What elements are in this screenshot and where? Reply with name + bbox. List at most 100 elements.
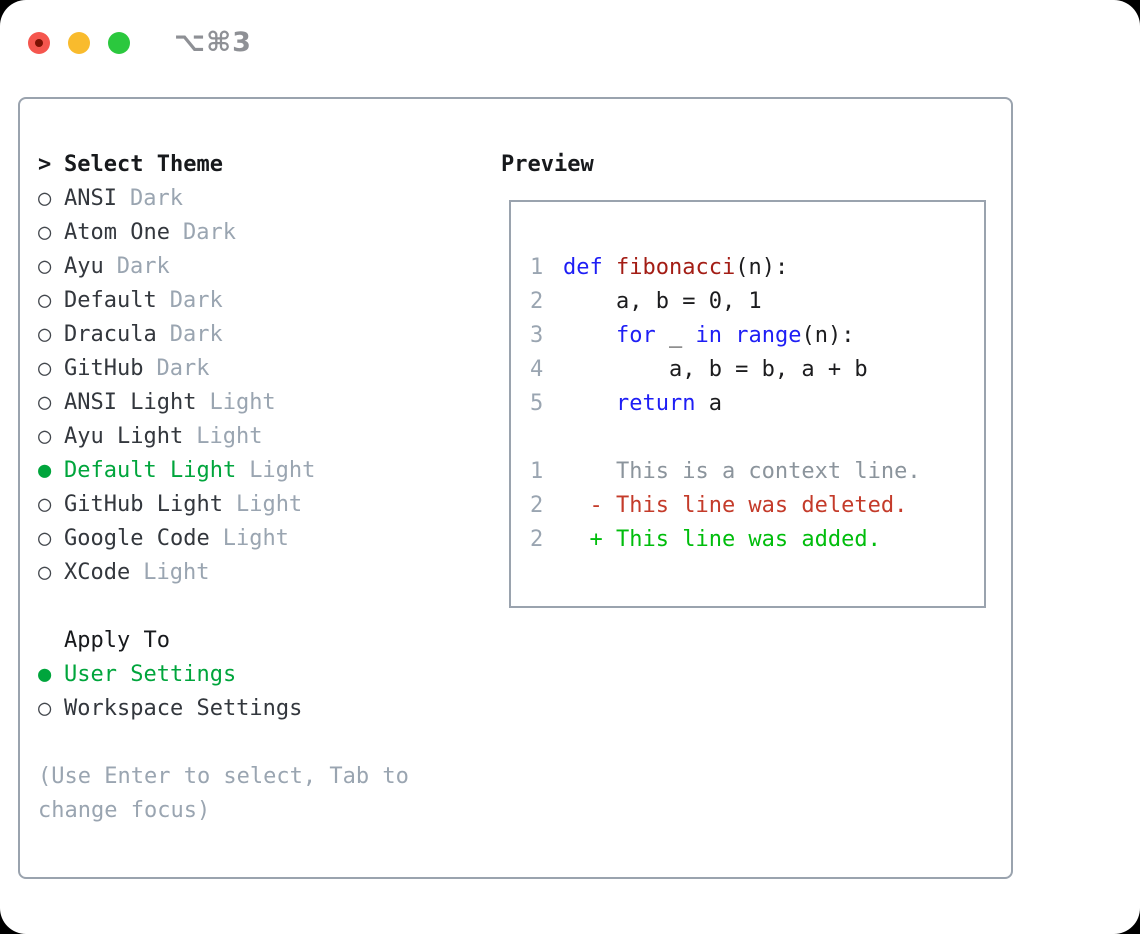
preview-title: Preview	[501, 152, 594, 177]
window-title: ⌥⌘3	[174, 27, 252, 58]
radio-unselected-icon: ○	[38, 560, 52, 585]
line-number: 3	[530, 323, 544, 348]
theme-name: Google Code	[64, 526, 210, 551]
theme-name: GitHub Light	[64, 492, 223, 517]
diff-line-context: 1 This is a context line.	[530, 455, 984, 489]
apply-to-header: Apply To	[38, 624, 409, 658]
theme-option-ansi-light[interactable]: ○ ANSI Light Light	[38, 386, 409, 420]
radio-unselected-icon: ○	[38, 526, 52, 551]
radio-unselected-icon: ○	[38, 288, 52, 313]
code-line: 1 def fibonacci(n):	[530, 251, 984, 285]
theme-name: ANSI	[64, 186, 117, 211]
line-number: 4	[530, 357, 544, 382]
apply-option-user-settings[interactable]: ● User Settings	[38, 658, 409, 692]
theme-name: Ayu Light	[64, 424, 184, 449]
code-token: fibonacci	[615, 255, 736, 280]
radio-unselected-icon: ○	[38, 322, 52, 347]
theme-variant-tag: Light	[196, 424, 263, 449]
line-number: 1	[530, 255, 544, 280]
theme-variant-tag: Light	[209, 390, 276, 415]
code-line: 4 a, b = b, a + b	[530, 353, 984, 387]
theme-variant-tag: Light	[249, 458, 316, 483]
theme-variant-tag: Dark	[129, 186, 183, 211]
radio-unselected-icon: ○	[38, 696, 52, 721]
code-token: (n):	[801, 323, 855, 348]
code-token: def	[563, 255, 616, 280]
theme-option-default-light[interactable]: ● Default Light Light	[38, 454, 409, 488]
theme-name: Default Light	[64, 458, 237, 483]
radio-unselected-icon: ○	[38, 186, 52, 211]
apply-option-label: User Settings	[64, 662, 237, 687]
radio-unselected-icon: ○	[38, 492, 52, 517]
theme-variant-tag: Dark	[182, 220, 236, 245]
theme-name: Default	[64, 288, 157, 313]
diff-added-text: + This line was added.	[563, 527, 881, 552]
theme-option-ayu[interactable]: ○ Ayu Dark	[38, 250, 409, 284]
code-token: a, b = 0, 1	[563, 289, 762, 314]
theme-name: Atom One	[64, 220, 170, 245]
theme-option-github[interactable]: ○ GitHub Dark	[38, 352, 409, 386]
line-number: 5	[530, 391, 544, 416]
diff-line-deleted: 2 - This line was deleted.	[530, 489, 984, 523]
code-token: _	[655, 323, 696, 348]
line-number: 1	[530, 459, 544, 484]
theme-variant-tag: Dark	[169, 288, 223, 313]
radio-unselected-icon: ○	[38, 220, 52, 245]
theme-option-default[interactable]: ○ Default Dark	[38, 284, 409, 318]
code-line: 5 return a	[530, 387, 984, 421]
close-button[interactable]	[28, 31, 50, 54]
theme-variant-tag: Dark	[116, 254, 170, 279]
code-token: a, b = b, a + b	[563, 357, 868, 382]
code-token: range	[735, 323, 802, 348]
radio-selected-icon: ●	[38, 458, 52, 483]
code-token	[563, 391, 616, 416]
theme-variant-tag: Dark	[156, 356, 210, 381]
code-token: in	[695, 323, 722, 348]
theme-name: Dracula	[64, 322, 157, 347]
theme-variant-tag: Dark	[169, 322, 223, 347]
radio-unselected-icon: ○	[38, 254, 52, 279]
spacer-row	[38, 726, 409, 760]
code-token: a	[695, 391, 722, 416]
code-token	[563, 323, 616, 348]
radio-unselected-icon: ○	[38, 424, 52, 449]
theme-name: GitHub	[64, 356, 144, 381]
theme-option-ayu-light[interactable]: ○ Ayu Light Light	[38, 420, 409, 454]
titlebar: ⌥⌘3	[28, 27, 252, 58]
code-token	[722, 323, 735, 348]
code-token: (n):	[735, 255, 789, 280]
code-line: 3 for _ in range(n):	[530, 319, 984, 353]
theme-option-dracula[interactable]: ○ Dracula Dark	[38, 318, 409, 352]
code-line: 2 a, b = 0, 1	[530, 285, 984, 319]
apply-to-title: Apply To	[64, 628, 170, 653]
diff-deleted-text: - This line was deleted.	[563, 493, 908, 518]
apply-option-workspace-settings[interactable]: ○ Workspace Settings	[38, 692, 409, 726]
zoom-button[interactable]	[108, 31, 130, 54]
theme-option-ansi[interactable]: ○ ANSI Dark	[38, 182, 409, 216]
line-number: 2	[530, 527, 544, 552]
radio-unselected-icon: ○	[38, 390, 52, 415]
theme-name: Ayu	[64, 254, 104, 279]
minimize-button[interactable]	[68, 31, 90, 54]
help-hint-line-2: change focus)	[38, 798, 211, 823]
code-token: for	[615, 323, 656, 348]
line-number: 2	[530, 493, 544, 518]
theme-option-atom-one[interactable]: ○ Atom One Dark	[38, 216, 409, 250]
line-number: 2	[530, 289, 544, 314]
diff-line-added: 2 + This line was added.	[530, 523, 984, 557]
radio-selected-icon: ●	[38, 662, 52, 687]
select-theme-header: >Select Theme	[38, 148, 409, 182]
apply-option-label: Workspace Settings	[64, 696, 303, 721]
radio-unselected-icon: ○	[38, 356, 52, 381]
theme-name: ANSI Light	[64, 390, 197, 415]
theme-variant-tag: Light	[222, 526, 289, 551]
theme-variant-tag: Light	[143, 560, 210, 585]
diff-context-text: This is a context line.	[563, 459, 921, 484]
spacer-line	[530, 421, 984, 455]
theme-option-google-code[interactable]: ○ Google Code Light	[38, 522, 409, 556]
